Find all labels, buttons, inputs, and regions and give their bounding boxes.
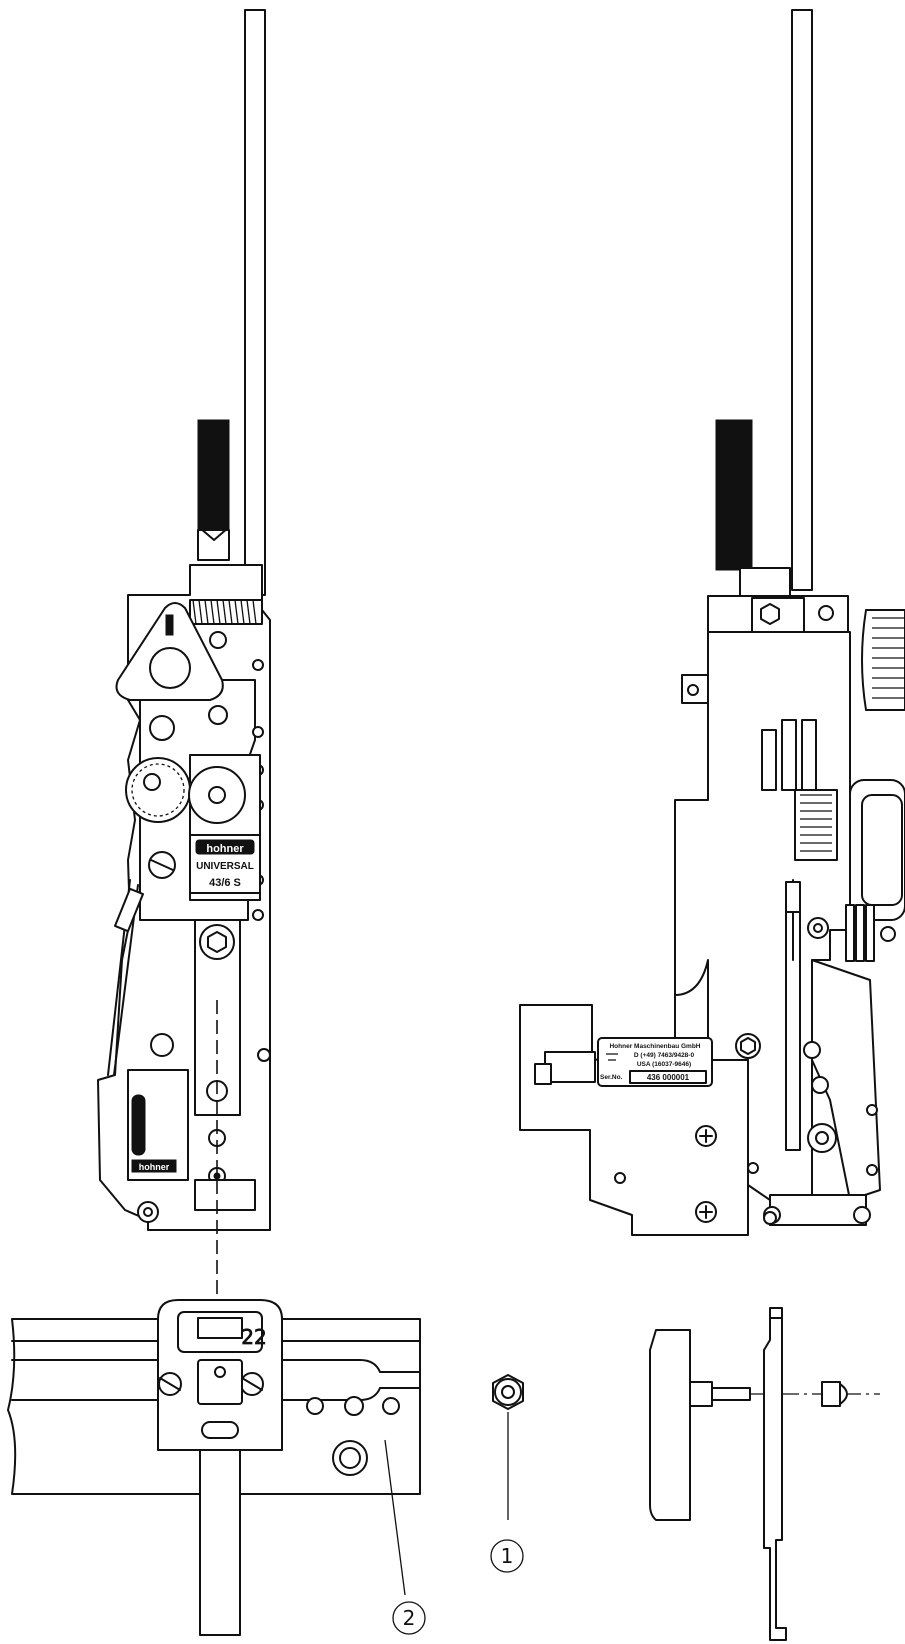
left-brand-plate: hohner UNIVERSAL 43/6 S bbox=[189, 834, 261, 894]
gear-wheel bbox=[125, 757, 191, 823]
coil-spring bbox=[189, 599, 263, 625]
pin bbox=[689, 1381, 713, 1407]
plate-line1: Hohner Maschinenbau GmbH bbox=[609, 1043, 700, 1050]
stitch-plate-number: 22 bbox=[241, 1325, 266, 1349]
serial-label: Ser.No. bbox=[600, 1074, 623, 1081]
support-rod bbox=[199, 1449, 241, 1636]
callout-1: 1 bbox=[490, 1539, 524, 1573]
left-feed-rod bbox=[244, 9, 266, 596]
brand-label: hohner bbox=[206, 843, 244, 855]
model-label-line2: 43/6 S bbox=[209, 877, 241, 889]
pivot-lever bbox=[194, 919, 241, 1116]
hex-nut-part bbox=[492, 1374, 524, 1520]
clincher-blade bbox=[763, 1314, 787, 1641]
model-label-line1: UNIVERSAL bbox=[196, 861, 254, 872]
side-knob bbox=[861, 609, 905, 711]
plate-line2: D (+49) 7463/9428-0 bbox=[634, 1052, 695, 1059]
small-badge-bg bbox=[131, 1159, 177, 1173]
callout-2-label: 2 bbox=[403, 1606, 416, 1630]
right-stitching-head: Hohner Maschinenbau GmbH D (+49) 7463/94… bbox=[519, 9, 905, 1236]
callout-1-label: 1 bbox=[501, 1544, 514, 1568]
small-badge-label: hohner bbox=[139, 1162, 170, 1172]
anvil-block bbox=[649, 1329, 691, 1521]
serial-value: 436 000001 bbox=[647, 1073, 690, 1082]
left-black-handle bbox=[197, 419, 230, 531]
plate-line3: USA (16037-9646) bbox=[637, 1061, 691, 1068]
clincher-base-assembly: 22 bbox=[7, 1299, 421, 1636]
left-stitching-head: hohner UNIVERSAL 43/6 S hohner bbox=[97, 9, 271, 1231]
exploded-clincher-parts bbox=[649, 1307, 880, 1641]
cap-nut bbox=[821, 1381, 841, 1407]
right-black-handle bbox=[715, 419, 753, 571]
serial-name-plate: Hohner Maschinenbau GmbH D (+49) 7463/94… bbox=[597, 1037, 713, 1087]
callout-2: 2 bbox=[392, 1601, 426, 1635]
right-feed-rod bbox=[791, 9, 813, 591]
